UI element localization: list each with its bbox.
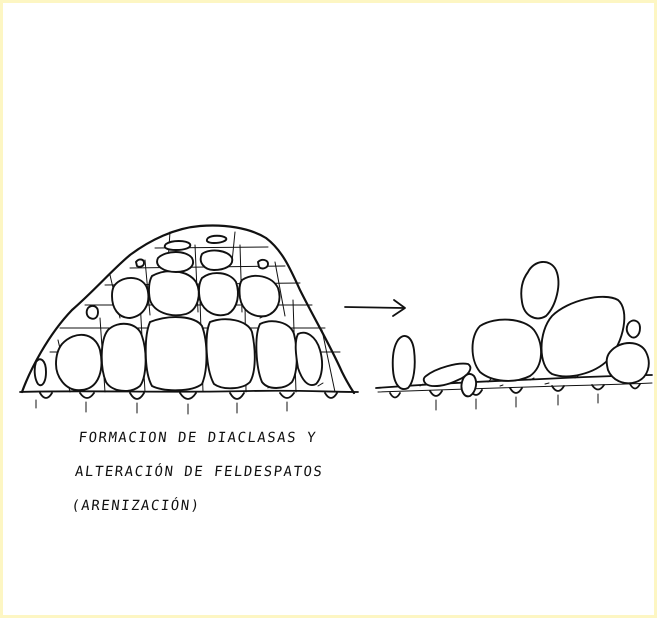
caption-line-3: (ARENIZACIÓN) [70, 489, 322, 523]
boulder [473, 320, 542, 381]
boulder [627, 321, 640, 338]
boulder [607, 343, 649, 383]
caption-line-2: ALTERACIÓN DE FELDESPATOS [73, 455, 325, 489]
arenized-boulders [376, 262, 652, 410]
boulder [461, 374, 476, 396]
geology-sketch [3, 3, 654, 615]
boulder [521, 262, 558, 318]
jointed-rock-dome [20, 226, 358, 415]
caption: FORMACION DE DIACLASAS Y ALTERACIÓN DE F… [70, 421, 329, 523]
caption-line-1: FORMACION DE DIACLASAS Y [77, 421, 329, 455]
boulder [393, 336, 415, 389]
transformation-arrow [345, 300, 405, 316]
image-frame: FORMACION DE DIACLASAS Y ALTERACIÓN DE F… [3, 3, 654, 615]
